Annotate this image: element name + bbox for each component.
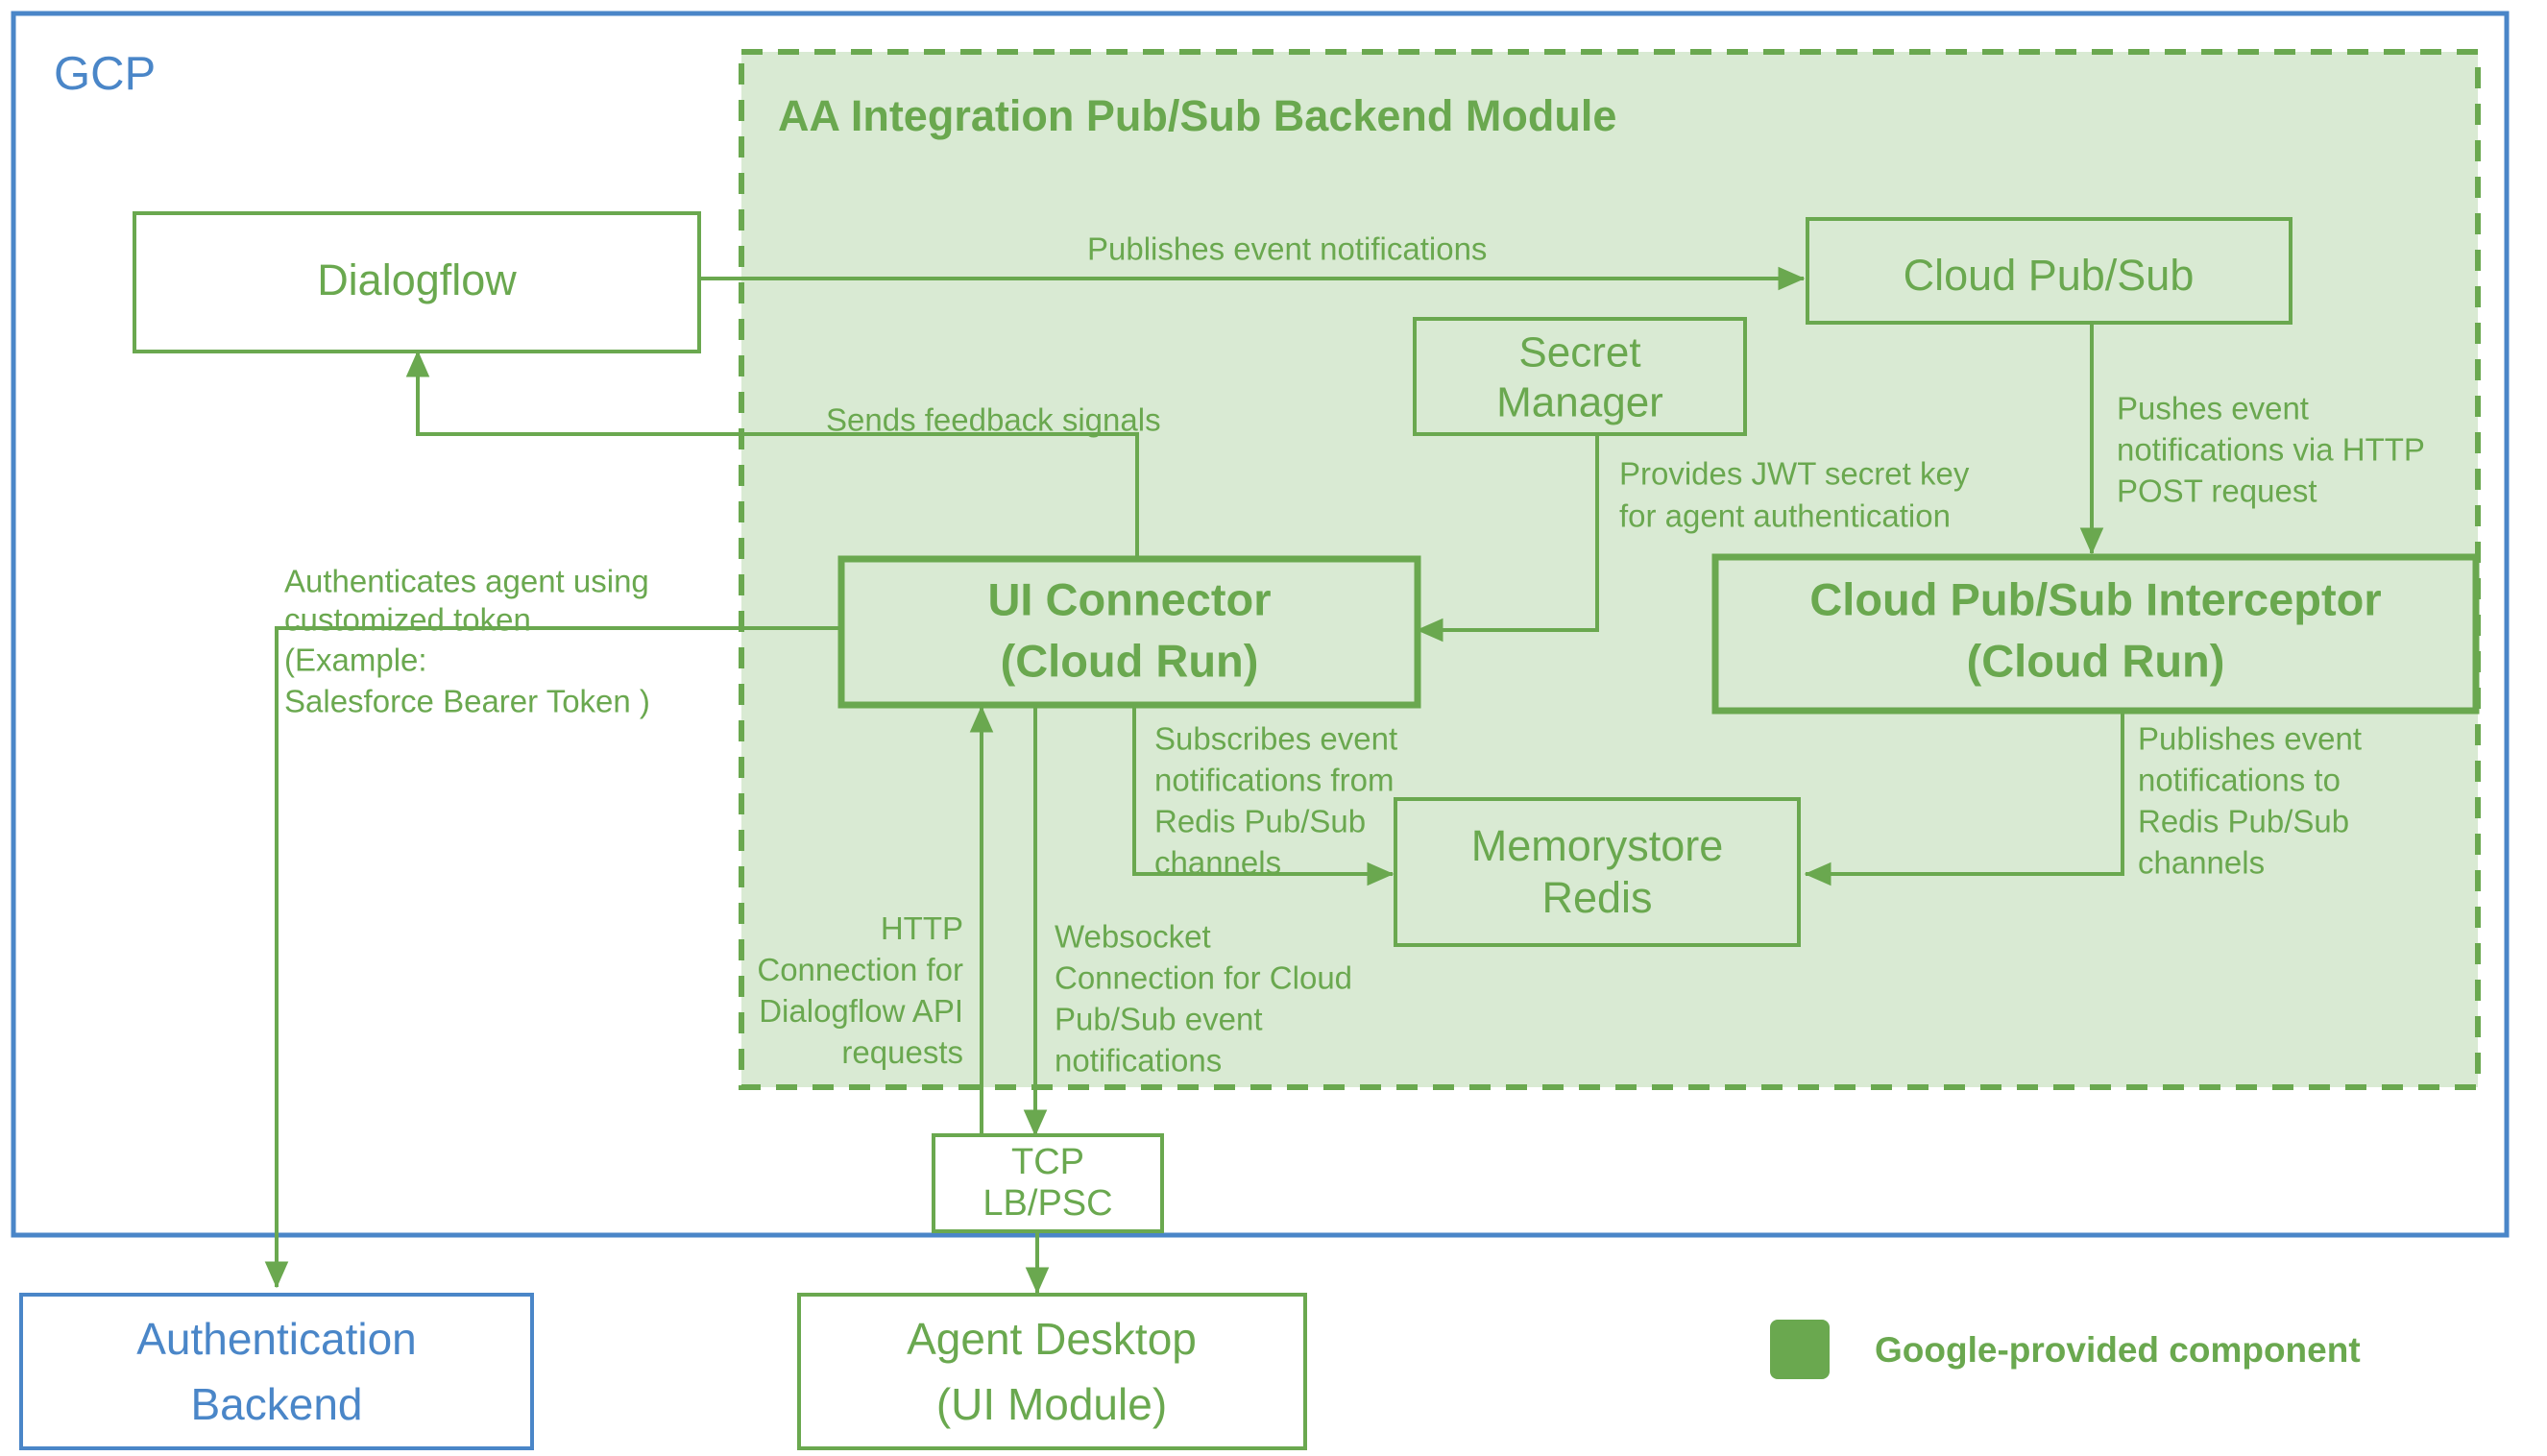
edge-label-sends-feedback-signals: Sends feedback signals bbox=[826, 402, 1161, 438]
node-tcp-lb-psc-line2: LB/PSC bbox=[982, 1183, 1112, 1224]
edge-label-subscribes-from-redis-line3: Redis Pub/Sub bbox=[1154, 804, 1366, 839]
legend-swatch-icon bbox=[1770, 1320, 1830, 1379]
node-secret-manager-line1: Secret bbox=[1518, 329, 1640, 376]
edge-label-websocket-connection-line1: Websocket bbox=[1055, 919, 1211, 955]
edge-label-subscribes-from-redis-line1: Subscribes event bbox=[1154, 721, 1397, 757]
edge-label-http-connection-line2: Connection for bbox=[757, 952, 963, 987]
edge-label-authenticates-agent: Authenticates agent using customized tok… bbox=[284, 564, 650, 719]
node-memorystore-redis[interactable]: Memorystore Redis bbox=[1394, 797, 1801, 947]
edge-label-websocket-connection-line3: Pub/Sub event bbox=[1055, 1002, 1263, 1037]
edge-label-publishes-to-redis-line3: Redis Pub/Sub bbox=[2138, 804, 2349, 839]
node-secret-manager-line2: Manager bbox=[1496, 379, 1663, 426]
node-authentication-backend-line2: Backend bbox=[190, 1379, 362, 1429]
node-tcp-lb-psc-line1: TCP bbox=[1011, 1142, 1084, 1182]
edge-label-pushes-event-http-line3: POST request bbox=[2117, 473, 2317, 509]
node-cloud-pubsub-label: Cloud Pub/Sub bbox=[1904, 251, 2195, 300]
edge-label-http-connection-line3: Dialogflow API bbox=[759, 993, 963, 1029]
node-agent-desktop[interactable]: Agent Desktop (UI Module) bbox=[797, 1293, 1307, 1450]
edge-label-provides-jwt-line2: for agent authentication bbox=[1619, 498, 1951, 534]
edge-label-pushes-event-http-line2: notifications via HTTP bbox=[2117, 432, 2425, 468]
node-dialogflow-label: Dialogflow bbox=[317, 255, 517, 304]
edge-uiconnector-to-dialogflow bbox=[405, 350, 1139, 559]
edge-label-publishes-to-redis-line1: Publishes event bbox=[2138, 721, 2362, 757]
node-authentication-backend-line1: Authentication bbox=[136, 1314, 417, 1364]
node-memorystore-redis-line1: Memorystore bbox=[1471, 821, 1724, 870]
edge-label-websocket-connection-line2: Connection for Cloud bbox=[1055, 960, 1352, 996]
node-cloud-pubsub[interactable]: Cloud Pub/Sub bbox=[1806, 217, 2292, 325]
edge-label-authenticates-agent-line2: customized token bbox=[284, 602, 531, 638]
node-ui-connector[interactable]: UI Connector (Cloud Run) bbox=[837, 555, 1421, 709]
node-tcp-lb-psc[interactable]: TCP LB/PSC bbox=[932, 1133, 1164, 1233]
edge-label-pushes-event-http: Pushes event notifications via HTTP POST… bbox=[2117, 391, 2425, 509]
node-memorystore-redis-line2: Redis bbox=[1541, 873, 1652, 922]
edge-label-authenticates-agent-line4: Salesforce Bearer Token ) bbox=[284, 684, 650, 719]
edge-label-subscribes-from-redis: Subscribes event notifications from Redi… bbox=[1154, 721, 1397, 881]
node-authentication-backend[interactable]: Authentication Backend bbox=[19, 1293, 534, 1450]
edge-label-provides-jwt: Provides JWT secret key for agent authen… bbox=[1619, 456, 1970, 534]
edge-secretmanager-to-uiconnector bbox=[1416, 434, 1599, 643]
edge-label-pushes-event-http-line1: Pushes event bbox=[2117, 391, 2309, 426]
node-pubsub-interceptor-line2: (Cloud Run) bbox=[1967, 635, 2225, 686]
edge-label-provides-jwt-line1: Provides JWT secret key bbox=[1619, 456, 1970, 492]
node-secret-manager[interactable]: Secret Manager bbox=[1413, 317, 1747, 436]
node-dialogflow[interactable]: Dialogflow bbox=[133, 211, 701, 353]
edge-label-websocket-connection: Websocket Connection for Cloud Pub/Sub e… bbox=[1055, 919, 1352, 1079]
edge-uiconnector-to-authbackend bbox=[264, 626, 839, 1289]
edge-label-subscribes-from-redis-line2: notifications from bbox=[1154, 763, 1394, 798]
edge-interceptor-to-redis bbox=[1804, 711, 2124, 886]
edge-uiconnector-to-redis bbox=[1132, 705, 1395, 886]
edge-label-publishes-to-redis-line4: channels bbox=[2138, 845, 2265, 881]
edge-label-http-connection-line4: requests bbox=[841, 1034, 963, 1070]
node-ui-connector-line2: (Cloud Run) bbox=[1001, 635, 1259, 686]
node-agent-desktop-line2: (UI Module) bbox=[936, 1379, 1167, 1429]
edge-label-publishes-to-redis-line2: notifications to bbox=[2138, 763, 2341, 798]
legend-label: Google-provided component bbox=[1875, 1330, 2361, 1370]
legend: Google-provided component bbox=[1770, 1320, 2361, 1379]
edge-label-http-connection: HTTP Connection for Dialogflow API reque… bbox=[757, 910, 963, 1070]
module-title: AA Integration Pub/Sub Backend Module bbox=[778, 91, 1616, 140]
gcp-label: GCP bbox=[54, 48, 156, 100]
edge-label-authenticates-agent-line1: Authenticates agent using bbox=[284, 564, 649, 599]
edge-label-publishes-to-redis: Publishes event notifications to Redis P… bbox=[2138, 721, 2362, 881]
node-pubsub-interceptor[interactable]: Cloud Pub/Sub Interceptor (Cloud Run) bbox=[1711, 553, 2480, 715]
edge-label-subscribes-from-redis-line4: channels bbox=[1154, 845, 1281, 881]
edge-label-publishes-event-notifications: Publishes event notifications bbox=[1087, 231, 1487, 267]
node-ui-connector-line1: UI Connector bbox=[987, 573, 1271, 624]
edge-label-authenticates-agent-line3: (Example: bbox=[284, 643, 427, 678]
edge-label-websocket-connection-line4: notifications bbox=[1055, 1043, 1222, 1079]
node-agent-desktop-line1: Agent Desktop bbox=[907, 1314, 1197, 1364]
edge-label-http-connection-line1: HTTP bbox=[881, 910, 963, 946]
node-pubsub-interceptor-line1: Cloud Pub/Sub Interceptor bbox=[1809, 573, 2381, 624]
